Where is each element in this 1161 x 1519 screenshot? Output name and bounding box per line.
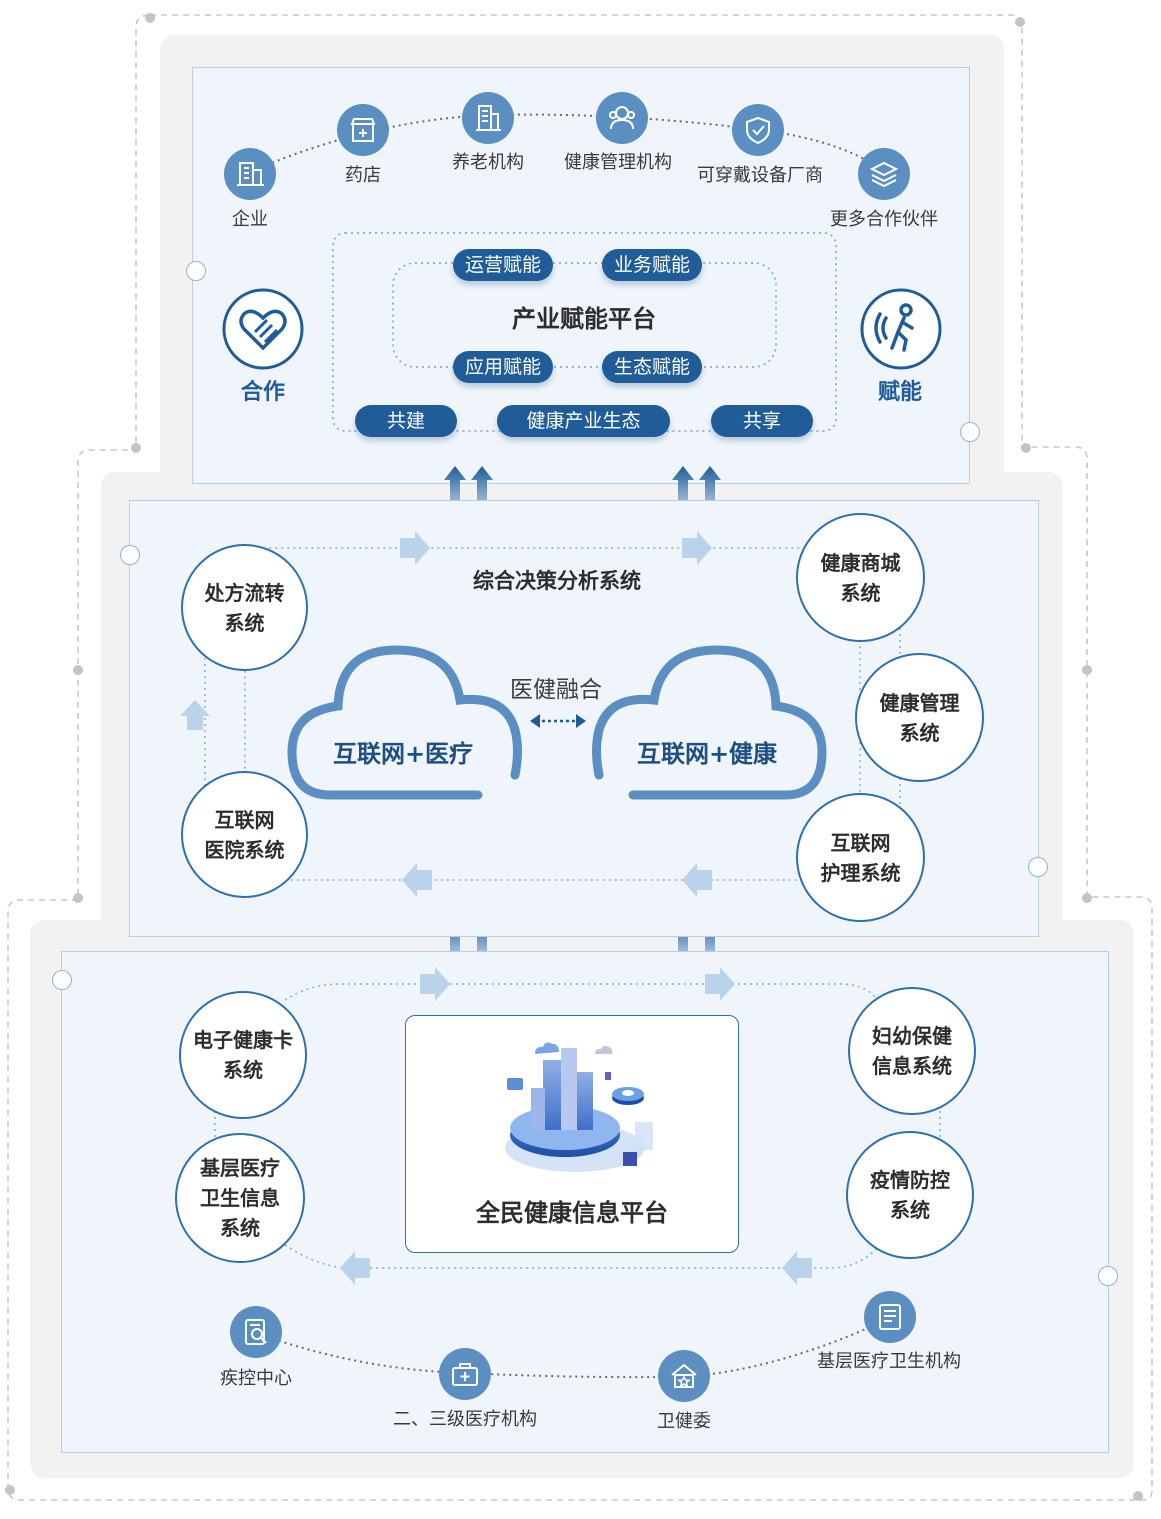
walking-person-icon bbox=[860, 288, 942, 370]
institution-label: 基层医疗卫生机构 bbox=[817, 1351, 961, 1372]
pharmacy-icon bbox=[337, 104, 389, 156]
system-circle: 基层医疗 卫生信息 系统 bbox=[175, 1133, 305, 1263]
panel-handle bbox=[120, 545, 140, 565]
layers-icon bbox=[858, 148, 910, 200]
cdc-icon bbox=[230, 1306, 282, 1358]
system-circle: 互联网 护理系统 bbox=[796, 793, 925, 922]
partner-label: 养老机构 bbox=[452, 152, 524, 173]
nursing-home-icon bbox=[462, 92, 514, 144]
panel-handle bbox=[52, 970, 72, 990]
system-circle: 处方流转 系统 bbox=[181, 544, 308, 671]
partner-arc bbox=[249, 113, 883, 432]
empower-pill: 业务赋能 bbox=[602, 249, 702, 281]
system-circle: 疫情防控 系统 bbox=[846, 1131, 974, 1259]
cloud-internet-health: 互联网+健康 bbox=[636, 740, 778, 768]
building-icon bbox=[224, 148, 276, 200]
empower-label: 赋能 bbox=[877, 380, 923, 405]
cooperate-label: 合作 bbox=[240, 380, 286, 405]
system-circle: 互联网 医院系统 bbox=[181, 771, 308, 898]
fusion-label: 医健融合 bbox=[510, 677, 602, 703]
heart-hand-icon bbox=[222, 288, 304, 370]
institution-label: 疾控中心 bbox=[220, 1368, 292, 1389]
institution-label: 卫健委 bbox=[657, 1411, 711, 1432]
clinic-document-icon bbox=[864, 1291, 916, 1343]
partner-label: 药店 bbox=[345, 165, 381, 186]
eco-pill: 共建 bbox=[355, 405, 457, 437]
shield-icon bbox=[732, 104, 784, 156]
eco-pill: 健康产业生态 bbox=[497, 405, 670, 437]
partner-label: 健康管理机构 bbox=[564, 152, 672, 173]
partner-label: 企业 bbox=[232, 209, 268, 230]
decision-system-title: 综合决策分析系统 bbox=[473, 569, 641, 593]
panel-handle bbox=[1098, 1266, 1118, 1286]
empower-pill: 运营赋能 bbox=[453, 249, 553, 281]
empower-pill: 应用赋能 bbox=[453, 351, 553, 383]
partner-label: 可穿戴设备厂商 bbox=[697, 165, 823, 186]
platform-title: 产业赋能平台 bbox=[512, 305, 656, 333]
system-circle: 健康管理 系统 bbox=[855, 653, 984, 782]
institution-label: 二、三级医疗机构 bbox=[393, 1409, 537, 1430]
partner-label: 更多合作伙伴 bbox=[830, 209, 938, 230]
health-commission-icon bbox=[658, 1350, 710, 1402]
national-platform-title: 全民健康信息平台 bbox=[476, 1199, 668, 1227]
panel-handle bbox=[1028, 857, 1048, 877]
system-circle: 健康商城 系统 bbox=[796, 513, 925, 642]
empower-pill: 生态赋能 bbox=[602, 351, 702, 383]
eco-pill: 共享 bbox=[711, 405, 813, 437]
cloud-internet-medical: 互联网+医疗 bbox=[332, 740, 474, 768]
panel-handle bbox=[186, 261, 206, 281]
system-circle: 电子健康卡 系统 bbox=[179, 991, 307, 1119]
hospital-icon bbox=[439, 1348, 491, 1400]
city-platform-illustration bbox=[505, 1042, 653, 1172]
system-circle: 妇幼保健 信息系统 bbox=[848, 987, 976, 1115]
health-manager-icon bbox=[596, 92, 648, 144]
panel-handle bbox=[960, 422, 980, 442]
